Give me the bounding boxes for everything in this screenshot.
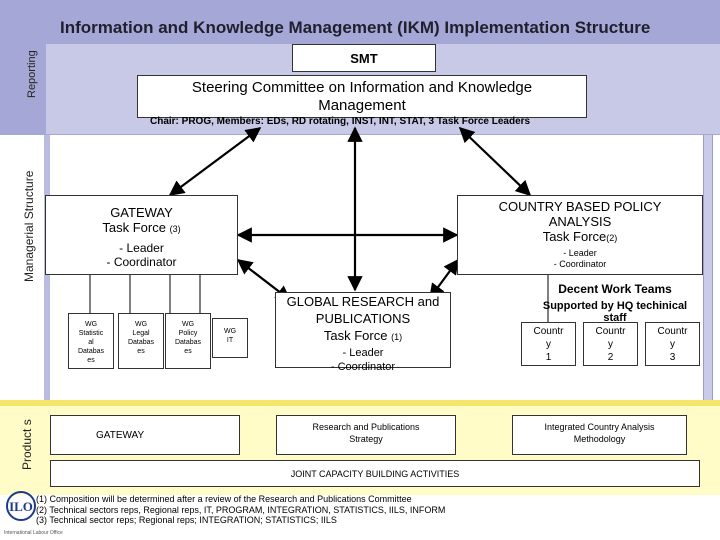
country-number: 1 [545, 352, 552, 363]
decent-work-subtitle1: Supported by HQ techinical [542, 300, 688, 312]
country-line: y [608, 339, 613, 350]
svg-text:ILO: ILO [9, 499, 33, 514]
product-icam-line2: Methodology [573, 434, 626, 444]
country-line: Countr [533, 326, 564, 337]
wg-line: Databas [77, 348, 105, 355]
product-research-line2: Strategy [349, 434, 383, 444]
footnote-3: (3) Technical sector reps; Regional reps… [36, 515, 337, 525]
logo-caption: International Labour Office [4, 530, 63, 536]
wg-line: Legal [132, 330, 150, 337]
steering-title-line2: Management [318, 97, 406, 114]
decent-work-title: Decent Work Teams [558, 282, 672, 296]
steering-committee-box: Steering Committee on Information and Kn… [137, 75, 587, 118]
research-task-force-box: GLOBAL RESEARCH and PUBLICATIONS Task Fo… [275, 292, 451, 373]
country-line: Countr [657, 326, 688, 337]
country-line: Countr [595, 326, 626, 337]
country-tf-leader: - Leader [563, 248, 597, 258]
country-tf-note: (2) [606, 233, 618, 243]
product-research-strategy: Research and Publications Strategy [276, 415, 456, 455]
wg-line: Statistic [78, 330, 104, 337]
country-based-task-force-box: COUNTRY BASED POLICY ANALYSIS Task Force… [457, 195, 703, 275]
research-tf-subtitle: Task Force (1) [276, 327, 450, 346]
wg-line: es [137, 348, 145, 355]
gateway-tf-note: (3) [169, 224, 181, 234]
research-tf-subtitle-text: Task Force [323, 328, 388, 343]
decent-work-subtitle2: staff [603, 312, 627, 324]
right-rail [703, 135, 713, 400]
research-tf-title1: GLOBAL RESEARCH and [286, 294, 440, 309]
country-tf-subtitle: Task Force(2) [458, 229, 702, 246]
country-tf-coordinator: - Coordinator [553, 259, 607, 269]
decent-work-teams: Decent Work Teams Supported by HQ techin… [520, 282, 710, 324]
product-icam-line1: Integrated Country Analysis [544, 422, 655, 432]
wg-line: Policy [178, 330, 198, 337]
wg-line: IT [226, 337, 234, 344]
country-tf-subtitle-text: Task Force [542, 229, 607, 244]
page-title: Information and Knowledge Management (IK… [60, 18, 651, 37]
research-tf-title2: PUBLICATIONS [315, 311, 411, 326]
product-integrated-country-analysis: Integrated Country Analysis Methodology [512, 415, 687, 455]
gateway-tf-subtitle-text: Task Force [102, 220, 166, 235]
product-gateway: GATEWAY [50, 415, 240, 455]
country-tf-title2: ANALYSIS [548, 214, 612, 229]
ilo-logo-icon: ILO [6, 491, 36, 521]
country-number: 3 [669, 352, 676, 363]
country-line: y [670, 339, 675, 350]
wg-line: es [184, 348, 192, 355]
wg-label: WG [134, 321, 148, 328]
wg-legal-databases: WG Legal Databas es [118, 313, 164, 369]
gateway-task-force-box: GATEWAY Task Force (3) - Leader - Coordi… [45, 195, 238, 275]
country-line: y [546, 339, 551, 350]
wg-line: Databas [174, 339, 202, 346]
wg-label: WG [181, 321, 195, 328]
wg-it: WG IT [212, 318, 248, 358]
wg-line: al [88, 339, 94, 346]
gateway-tf-title: GATEWAY [110, 205, 173, 220]
footnote-2: (2) Technical sectors reps, Regional rep… [36, 504, 446, 515]
wg-line: Databas [127, 339, 155, 346]
country-tf-title1: COUNTRY BASED POLICY [498, 199, 662, 214]
footnotes: (1) Composition will be determined after… [36, 494, 445, 526]
product-research-line1: Research and Publications [312, 422, 420, 432]
gateway-tf-leader: - Leader [119, 241, 164, 255]
wg-line: es [87, 357, 95, 364]
wg-label: WG [223, 328, 237, 335]
product-joint-capacity-building: JOINT CAPACITY BUILDING ACTIVITIES [50, 460, 700, 487]
country-1-box: Countr y 1 [521, 322, 576, 366]
smt-box: SMT [292, 44, 436, 72]
research-tf-coordinator: - Coordinator [330, 361, 396, 373]
gateway-tf-coordinator: - Coordinator [106, 255, 177, 269]
research-tf-leader: - Leader [342, 347, 384, 359]
country-3-box: Countr y 3 [645, 322, 700, 366]
products-band-divider [0, 400, 720, 406]
steering-title-line1: Steering Committee on Information and Kn… [191, 79, 533, 96]
country-2-box: Countr y 2 [583, 322, 638, 366]
footnote-1: (1) Composition will be determined after… [36, 494, 412, 504]
research-tf-note: (1) [391, 332, 403, 342]
wg-statistical-databases: WG Statistic al Databas es [68, 313, 114, 369]
country-number: 2 [607, 352, 614, 363]
wg-policy-databases: WG Policy Databas es [165, 313, 211, 369]
gateway-tf-subtitle: Task Force (3) [46, 220, 237, 235]
wg-label: WG [84, 321, 98, 328]
steering-chair-members: Chair: PROG, Members: EDs, RD rotating, … [150, 116, 531, 127]
